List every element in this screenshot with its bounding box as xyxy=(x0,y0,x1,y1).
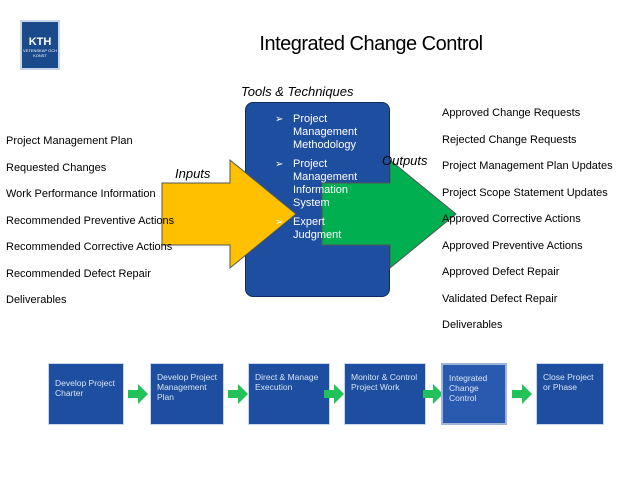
step-arrow-icon xyxy=(128,384,148,404)
kth-logo: KTH VETENSKAP OCH KONST xyxy=(20,20,60,70)
step-arrow-icon xyxy=(512,384,532,404)
inputs-label: Inputs xyxy=(175,166,211,181)
arrow-bullet-icon: ➢ xyxy=(275,217,284,228)
step-arrow-icon xyxy=(324,384,344,404)
process-step-monitor-control: Monitor & Control Project Work xyxy=(344,363,426,425)
input-item: Project Management Plan xyxy=(6,135,133,147)
output-arrow xyxy=(321,158,457,270)
outputs-list: Approved Change Requests Rejected Change… xyxy=(442,100,613,339)
output-item: Project Scope Statement Updates xyxy=(442,186,608,199)
process-step-direct-manage: Direct & Manage Execution xyxy=(248,363,330,425)
inputs-list: Project Management Plan Requested Change… xyxy=(6,128,174,314)
arrow-bullet-icon: ➢ xyxy=(275,159,284,170)
output-item: Project Management Plan Updates xyxy=(442,160,613,172)
process-step-develop-charter: Develop Project Charter xyxy=(48,363,124,425)
output-item: Rejected Change Requests xyxy=(442,133,577,146)
process-step-integrated-change-control: Integrated Change Control xyxy=(441,363,507,425)
input-item: Requested Changes xyxy=(6,161,107,174)
input-item: Work Performance Information xyxy=(6,188,156,200)
input-item: Recommended Corrective Actions xyxy=(6,241,173,253)
step-arrow-icon xyxy=(228,384,248,404)
input-arrow xyxy=(161,158,297,270)
technique-item: ➢Expert Judgment xyxy=(275,216,342,241)
output-item: Approved Preventive Actions xyxy=(442,239,583,252)
process-step-close-project: Close Project or Phase xyxy=(536,363,604,425)
input-item: Deliverables xyxy=(6,294,67,306)
arrow-bullet-icon: ➢ xyxy=(275,114,284,125)
output-item: Approved Corrective Actions xyxy=(442,213,581,225)
output-item: Approved Change Requests xyxy=(442,107,581,119)
output-item: Approved Defect Repair xyxy=(442,266,560,278)
outputs-label: Outputs xyxy=(382,153,428,168)
page-title: Integrated Change Control xyxy=(259,33,483,55)
tools-techniques-label: Tools & Techniques xyxy=(241,84,354,99)
input-item: Recommended Defect Repair xyxy=(6,267,151,280)
input-item: Recommended Preventive Actions xyxy=(6,214,175,227)
techniques-list: ➢Project Management Methodology ➢Project… xyxy=(275,113,375,248)
process-step-develop-plan: Develop Project Management Plan xyxy=(150,363,224,425)
technique-item: ➢Project Management Methodology xyxy=(275,113,358,151)
step-arrow-icon xyxy=(423,384,443,404)
output-item: Deliverables xyxy=(442,319,503,331)
technique-item: ➢Project Management Information System xyxy=(275,158,358,209)
output-item: Validated Defect Repair xyxy=(442,292,558,305)
